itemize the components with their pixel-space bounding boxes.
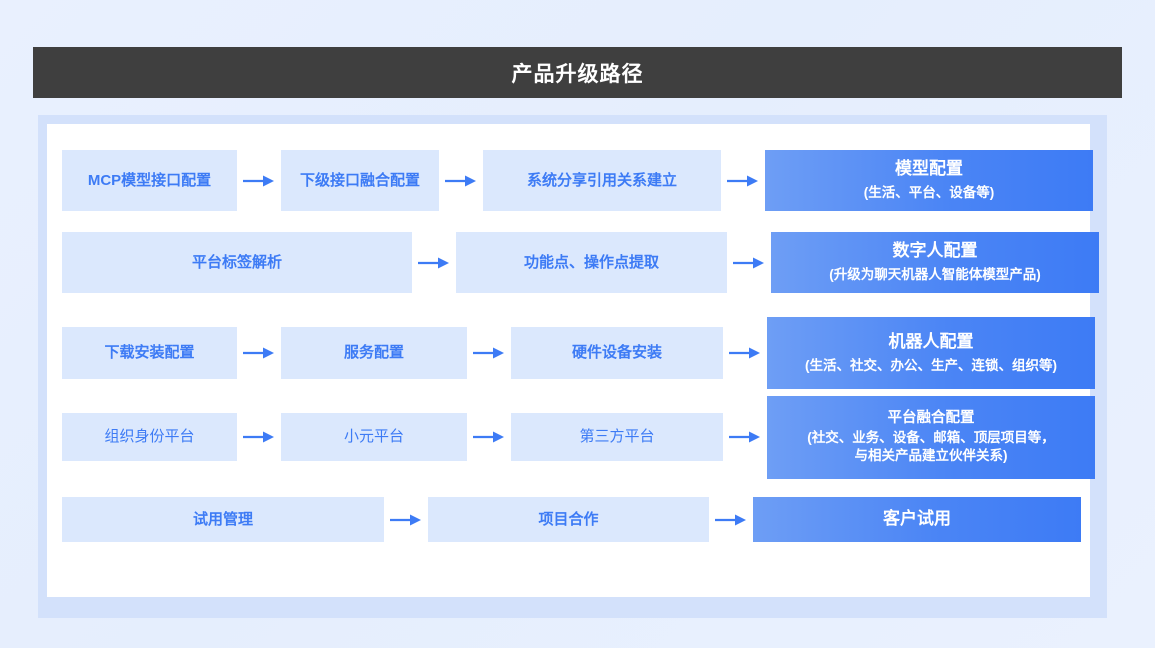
arrow-right-icon: [723, 413, 767, 461]
arrow-right-icon: [709, 497, 753, 542]
flow-row-3: 下载安装配置 服务配置 硬件设备安装 机器人配置 (生活、社交、办公、生产、连锁…: [62, 317, 1095, 389]
flow-result-title: 平台融合配置: [887, 409, 975, 426]
flow-result-title: 客户试用: [883, 509, 951, 529]
flow-step[interactable]: 小元平台: [281, 413, 467, 461]
flow-step[interactable]: 平台标签解析: [62, 232, 412, 293]
arrow-right-icon: [467, 327, 511, 379]
flow-row-2: 平台标签解析 功能点、操作点提取 数字人配置 (升级为聊天机器人智能体模型产品): [62, 232, 1099, 293]
arrow-right-icon: [384, 497, 428, 542]
title-bar: 产品升级路径: [33, 47, 1122, 98]
flow-result-subtitle: (社交、业务、设备、邮箱、顶层项目等， 与相关产品建立伙伴关系): [807, 430, 1055, 464]
arrow-right-icon: [467, 413, 511, 461]
arrow-right-icon: [412, 232, 456, 293]
flow-row-1: MCP模型接口配置 下级接口融合配置 系统分享引用关系建立 模型配置 (生活、平…: [62, 150, 1093, 211]
flow-result-subtitle: (生活、社交、办公、生产、连锁、组织等): [805, 357, 1057, 373]
flow-step[interactable]: 功能点、操作点提取: [456, 232, 727, 293]
flow-result-title: 模型配置: [895, 159, 963, 179]
arrow-right-icon: [237, 150, 281, 211]
flow-step[interactable]: 服务配置: [281, 327, 467, 379]
flow-step[interactable]: 组织身份平台: [62, 413, 237, 461]
arrow-right-icon: [237, 327, 281, 379]
flow-result-subtitle: (升级为聊天机器人智能体模型产品): [829, 267, 1041, 283]
flow-step[interactable]: MCP模型接口配置: [62, 150, 237, 211]
flow-result[interactable]: 模型配置 (生活、平台、设备等): [765, 150, 1093, 211]
flow-step[interactable]: 系统分享引用关系建立: [483, 150, 721, 211]
flow-step[interactable]: 试用管理: [62, 497, 384, 542]
flow-step[interactable]: 下级接口融合配置: [281, 150, 439, 211]
flow-row-5: 试用管理 项目合作 客户试用: [62, 497, 1081, 542]
flow-result[interactable]: 数字人配置 (升级为聊天机器人智能体模型产品): [771, 232, 1099, 293]
flow-result[interactable]: 平台融合配置 (社交、业务、设备、邮箱、顶层项目等， 与相关产品建立伙伴关系): [767, 395, 1095, 479]
flow-result-subtitle: (生活、平台、设备等): [863, 185, 995, 201]
flow-step[interactable]: 硬件设备安装: [511, 327, 723, 379]
flow-result[interactable]: 机器人配置 (生活、社交、办公、生产、连锁、组织等): [767, 317, 1095, 389]
flow-step[interactable]: 下载安装配置: [62, 327, 237, 379]
arrow-right-icon: [721, 150, 765, 211]
arrow-right-icon: [723, 327, 767, 379]
flow-result-title: 机器人配置: [888, 331, 974, 351]
flow-step[interactable]: 第三方平台: [511, 413, 723, 461]
flow-result-title: 数字人配置: [892, 241, 978, 261]
page-title: 产品升级路径: [511, 62, 644, 86]
flow-result[interactable]: 客户试用: [753, 497, 1081, 542]
arrow-right-icon: [237, 413, 281, 461]
arrow-right-icon: [439, 150, 483, 211]
flow-row-4: 组织身份平台 小元平台 第三方平台 平台融合配置 (社交、业务、设备、邮箱、顶层…: [62, 395, 1095, 479]
arrow-right-icon: [727, 232, 771, 293]
flow-step[interactable]: 项目合作: [428, 497, 709, 542]
